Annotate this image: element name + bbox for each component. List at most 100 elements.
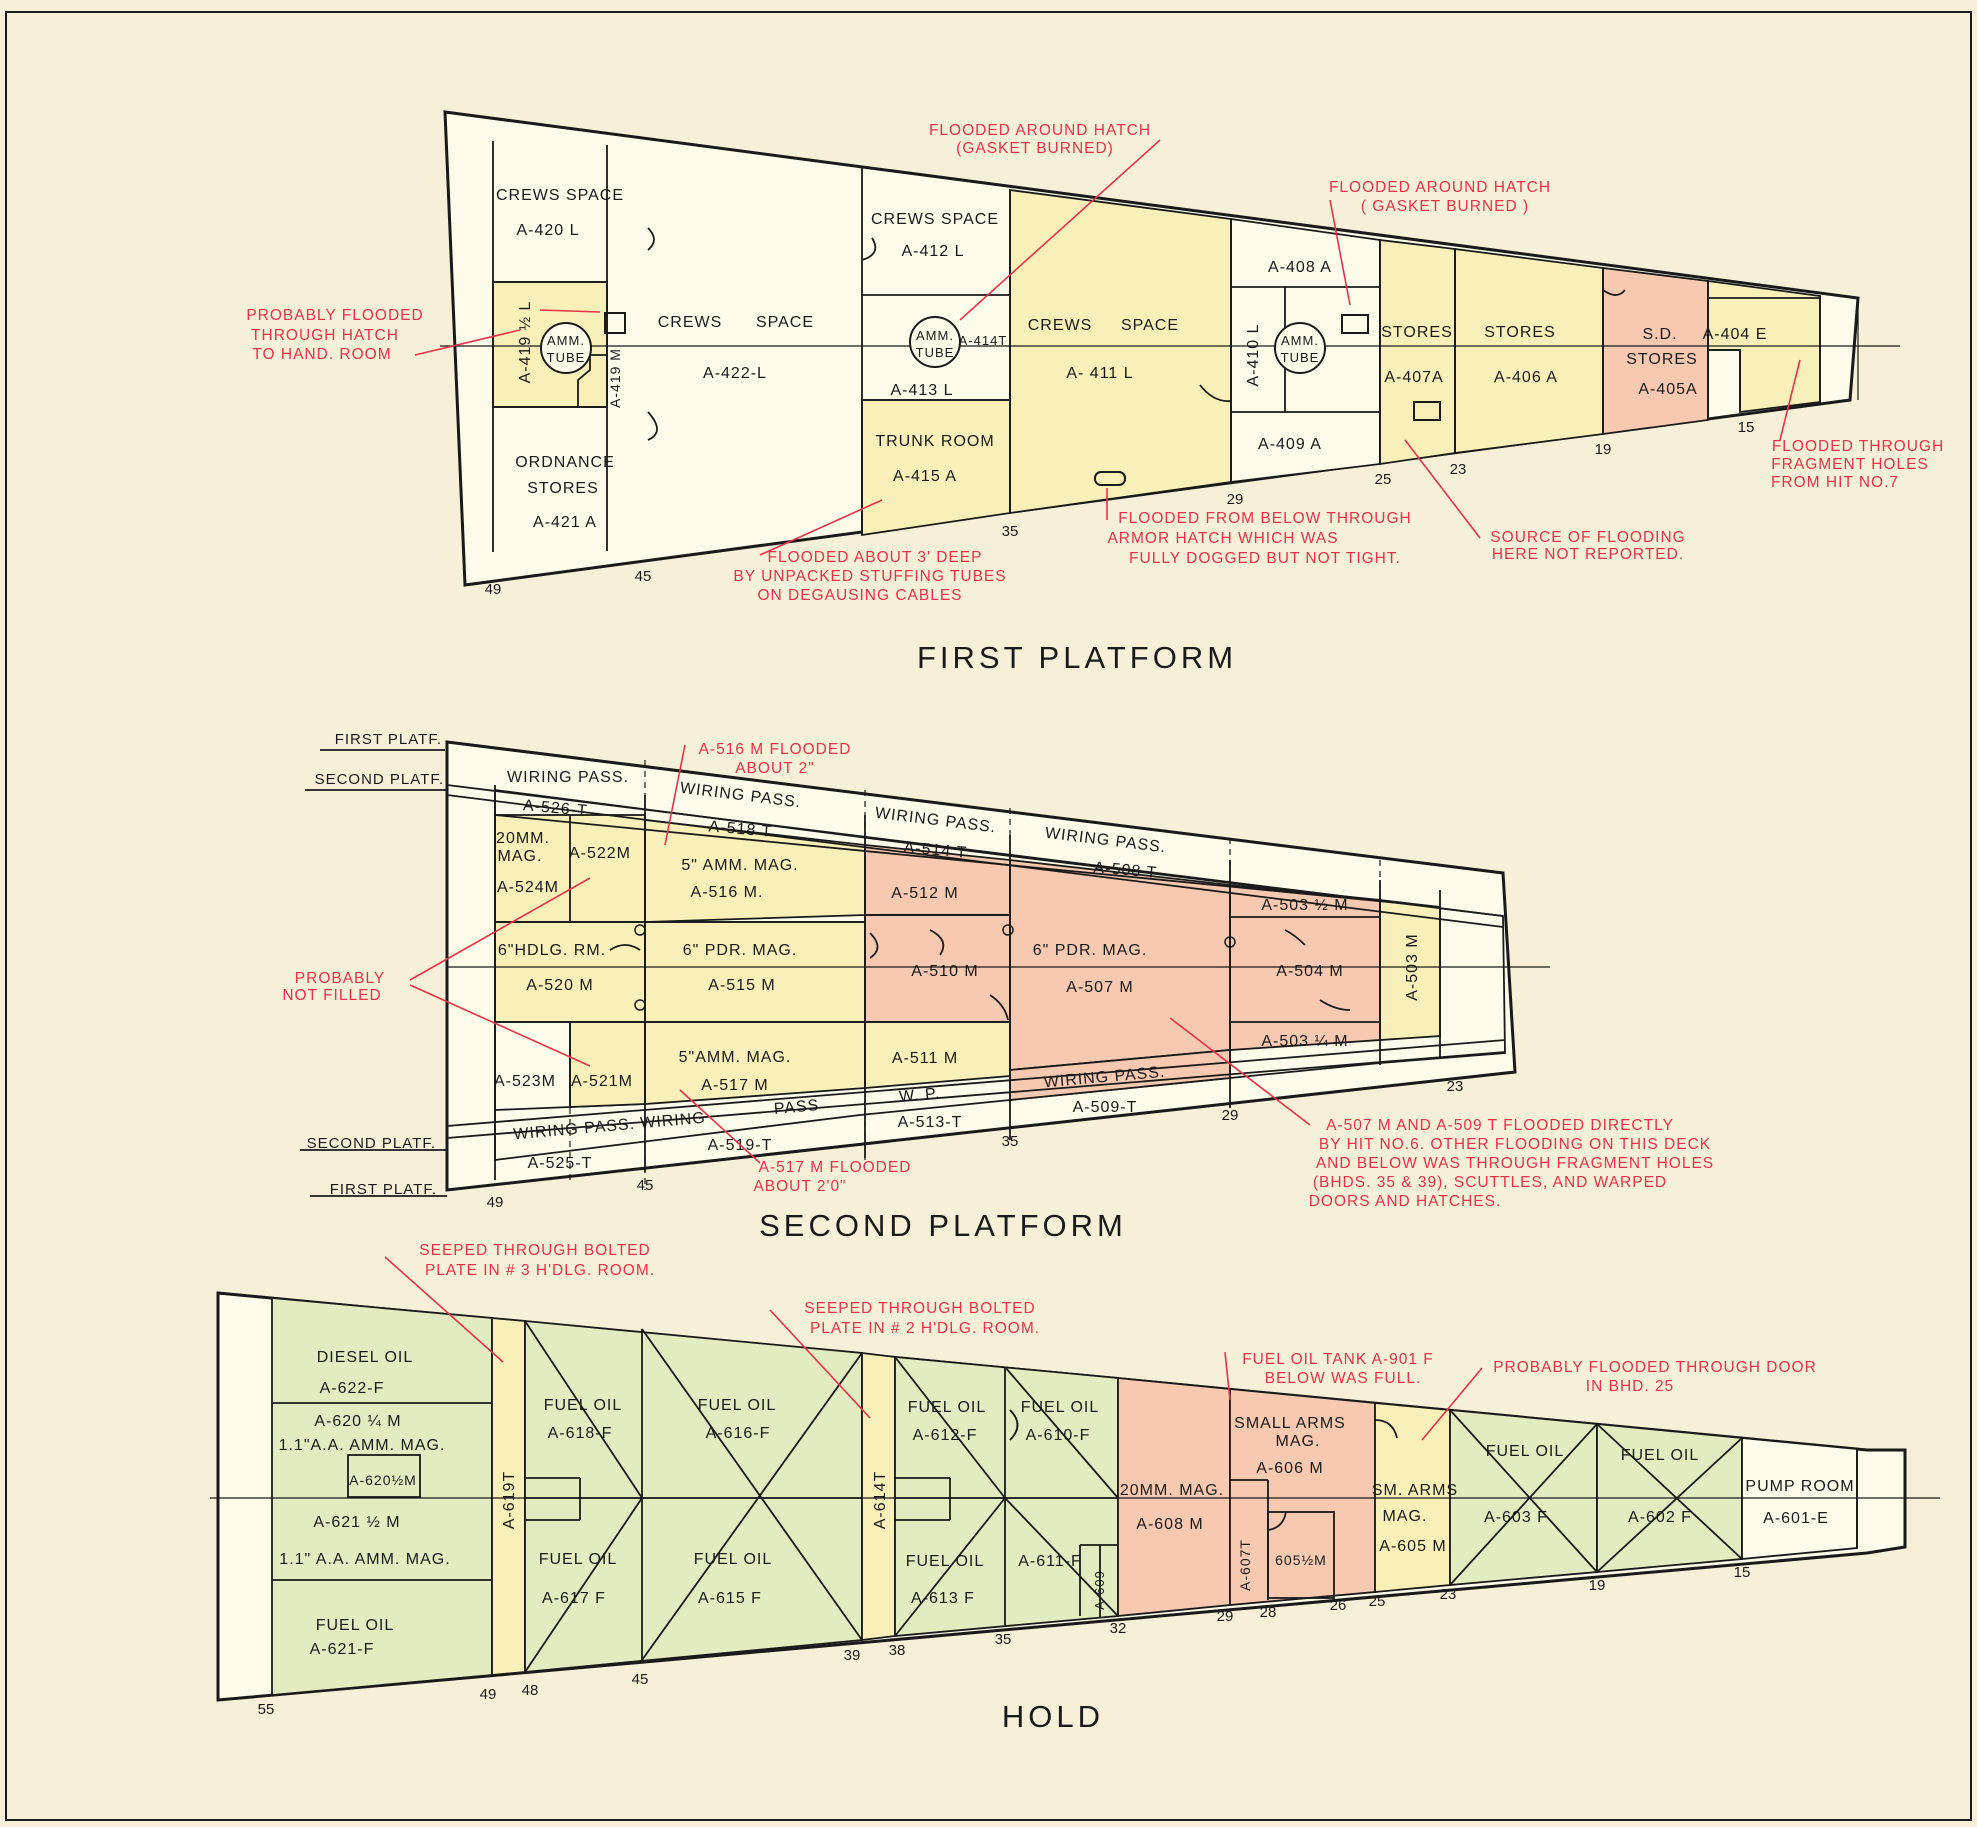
note-armor-hatch: ARMOR HATCH WHICH WAS <box>1107 530 1338 547</box>
room-a407-name: STORES <box>1381 324 1453 341</box>
room-a617-id: A-617 F <box>542 1590 606 1607</box>
first-fittings <box>540 227 1626 486</box>
room-a411-name: SPACE <box>1121 317 1179 334</box>
room-a526: A-526-T <box>522 797 588 820</box>
note-seeped-2: PLATE IN # 2 H'DLG. ROOM. <box>810 1320 1040 1337</box>
room-a616-name: FUEL OIL <box>698 1397 777 1414</box>
first-labels: CREWS SPACE A-420 L A-419 ½ L A-419 M AM… <box>496 187 1766 531</box>
amm-tube-icon <box>909 316 961 368</box>
note-source-not-reported: HERE NOT REPORTED. <box>1492 546 1684 563</box>
frame-number: 29 <box>1227 491 1244 508</box>
room-a606-name: MAG. <box>1276 1433 1321 1450</box>
room-a619-id: A-619T <box>501 1471 518 1529</box>
door-icon <box>647 227 655 251</box>
note-probably-flooded: PROBABLY FLOODED <box>246 307 423 324</box>
room-a621-name: FUEL OIL <box>316 1617 395 1634</box>
hatch-icon <box>1341 314 1369 334</box>
frame-number: 29 <box>1217 1608 1234 1625</box>
second-side-labels: FIRST PLATF. SECOND PLATF. SECOND PLATF.… <box>300 731 447 1198</box>
room-a503h-id: A-503 ½ M <box>1261 897 1348 914</box>
room-a605h-id: 605½M <box>1275 1552 1327 1568</box>
hold-title: HOLD <box>1002 1699 1104 1734</box>
room-a605-name: SM. ARMS <box>1372 1482 1458 1499</box>
room-a618-id: A-618-F <box>548 1425 613 1442</box>
amm-tube-label: AMM. <box>1281 333 1319 348</box>
first-platform-title: FIRST PLATFORM <box>917 640 1237 675</box>
room-a415-id: A-415 A <box>893 468 957 485</box>
room-a405-name: S.D. <box>1642 326 1677 343</box>
room-a516-id: A-516 M. <box>691 884 764 901</box>
room-a614-id: A-614T <box>872 1471 889 1529</box>
hold: DIESEL OIL A-622-F A-620 ¼ M 1.1"A.A. AM… <box>210 1242 1940 1734</box>
room-a406-name: STORES <box>1484 324 1556 341</box>
door-icon <box>1602 289 1626 296</box>
room-a525: A-525-T <box>528 1155 593 1172</box>
hatch-icon <box>1413 401 1441 421</box>
side-second-platf: SECOND PLATF. <box>315 771 444 788</box>
amm-tube-label: TUBE <box>547 350 586 365</box>
room-a616-id: A-616-F <box>706 1425 771 1442</box>
frame-number: 15 <box>1738 419 1755 436</box>
room-a520-id: A-520 M <box>526 977 593 994</box>
second-notes: A-516 M FLOODED ABOUT 2" PROBABLY NOT FI… <box>282 741 1713 1210</box>
note-stuffing-tubes: BY UNPACKED STUFFING TUBES <box>733 568 1006 585</box>
note-flooded-hatch-2: ( GASKET BURNED ) <box>1361 198 1529 215</box>
room-a615-name: FUEL OIL <box>694 1551 773 1568</box>
hatch-icon <box>604 312 626 334</box>
second-fittings <box>609 924 1351 1021</box>
note-a517-flooded: ABOUT 2'0" <box>753 1178 846 1195</box>
door-icon <box>1009 1409 1019 1441</box>
door-icon <box>609 944 641 951</box>
door-icon <box>1267 1511 1287 1531</box>
note-fragment-holes: FLOODED THROUGH <box>1772 438 1944 455</box>
room-a618-a615 <box>524 1320 863 1673</box>
note-a516-flooded: ABOUT 2" <box>735 760 815 777</box>
room-a515 <box>644 921 866 1023</box>
room-a405-name: STORES <box>1626 351 1698 368</box>
frame-number: 26 <box>1330 1597 1347 1614</box>
room-a407 <box>1379 238 1456 466</box>
frame-number: 49 <box>480 1686 497 1703</box>
room-a508: A-508 T <box>1093 859 1158 881</box>
room-a421-id: A-421 A <box>533 514 597 531</box>
note-door-bhd25: IN BHD. 25 <box>1586 1378 1674 1395</box>
note-stuffing-tubes: ON DEGAUSING CABLES <box>757 587 962 604</box>
note-tank-a901: BELOW WAS FULL. <box>1265 1370 1422 1387</box>
note-armor-hatch: FLOODED FROM BELOW THROUGH <box>1118 510 1412 527</box>
note-tank-a901: FUEL OIL TANK A-901 F <box>1242 1351 1434 1368</box>
room-a617-name: FUEL OIL <box>539 1551 618 1568</box>
note-flooded-hatch: FLOODED AROUND HATCH <box>929 122 1151 139</box>
room-a603-id: A-603 F <box>1484 1509 1548 1526</box>
room-a520 <box>494 921 646 1023</box>
room-a523-id: A-523M <box>494 1073 556 1090</box>
armor-hatch-icon <box>1094 471 1126 486</box>
frame-number: 23 <box>1440 1586 1457 1603</box>
room-a518: A-518 T <box>708 818 773 840</box>
note-probably-not-filled: NOT FILLED <box>282 987 381 1004</box>
room-a503q-id: A-503 ¼ M <box>1261 1033 1348 1050</box>
note-fragment-holes: FRAGMENT HOLES <box>1771 456 1929 473</box>
frame-number: 23 <box>1450 461 1467 478</box>
room-a613-id: A-613 F <box>911 1590 975 1607</box>
room-a607-id: A-607T <box>1237 1539 1253 1591</box>
note-source-not-reported: SOURCE OF FLOODING <box>1490 529 1685 546</box>
note-hit-no6: (BHDS. 35 & 39), SCUTTLES, AND WARPED <box>1313 1174 1667 1191</box>
room-a606-id: A-606 M <box>1256 1460 1323 1477</box>
note-probably-flooded: THROUGH HATCH <box>251 327 399 344</box>
room-a605-id: A-605 M <box>1379 1538 1446 1555</box>
frame-number: 35 <box>995 1631 1012 1648</box>
room-a422-name: SPACE <box>756 314 814 331</box>
note-door-bhd25: PROBABLY FLOODED THROUGH DOOR <box>1493 1359 1817 1376</box>
door-icon <box>869 932 879 959</box>
note-hit-no6: DOORS AND HATCHES. <box>1309 1193 1502 1210</box>
room-wp-bottom: W. P. <box>898 1085 940 1106</box>
first-notes: FLOODED AROUND HATCH (GASKET BURNED) FLO… <box>246 122 1944 604</box>
room-a421-name: ORDNANCE <box>515 454 615 471</box>
hold-frames: 55 49 48 45 39 38 35 32 29 28 26 25 23 1… <box>258 1564 1751 1718</box>
second-labels: WIRING PASS. WIRING PASS. WIRING PASS. W… <box>494 769 1421 1172</box>
room-a413-id: A-413 L <box>890 382 953 399</box>
room-a507-id: A-507 M <box>1066 979 1133 996</box>
room-a514: A-514 T <box>903 839 968 861</box>
amm-tube-label: AMM. <box>916 328 954 343</box>
room-a602-name: FUEL OIL <box>1621 1447 1700 1464</box>
